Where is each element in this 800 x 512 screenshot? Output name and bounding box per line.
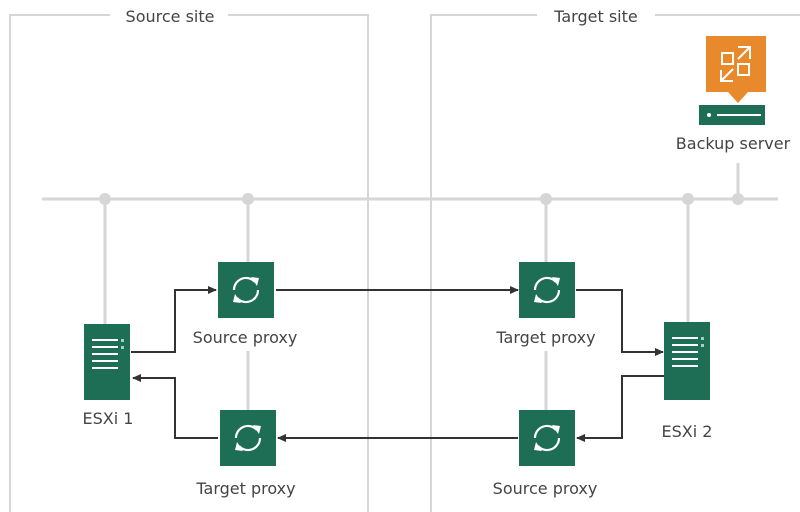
bottom-right-proxy-sync-icon	[519, 410, 575, 466]
backup-server-icon	[699, 36, 766, 125]
esxi1-server-icon	[84, 324, 130, 400]
bottom-left-proxy-sync-icon	[220, 410, 276, 466]
top-right-proxy-sync-icon	[519, 262, 575, 318]
target-site-frame	[430, 14, 800, 512]
target-site-label: Target site	[553, 7, 637, 26]
esxi1-to-source-proxy-arrow	[131, 286, 217, 353]
esxi1-label: ESXi 1	[83, 409, 134, 428]
top-left-proxy-sync-icon	[218, 262, 274, 318]
bottom-right-proxy-label: Source proxy	[493, 479, 598, 498]
target-proxy-to-esxi1-arrow	[132, 374, 218, 439]
target-proxy-to-esxi2-arrow	[576, 289, 664, 356]
network-drop-lines	[103, 163, 740, 410]
network-junction-dots	[99, 193, 744, 205]
data-flow-arrows	[131, 286, 664, 442]
top-right-proxy-label: Target proxy	[495, 328, 595, 347]
top-left-proxy-label: Source proxy	[193, 328, 298, 347]
source-site-label: Source site	[126, 7, 215, 26]
backup-server-label: Backup server	[676, 134, 791, 153]
bottom-left-proxy-label: Target proxy	[195, 479, 295, 498]
esxi2-to-source-proxy-arrow	[576, 375, 664, 442]
esxi2-label: ESXi 2	[662, 422, 713, 441]
esxi2-server-icon	[664, 322, 710, 400]
source-site-frame	[9, 14, 369, 512]
